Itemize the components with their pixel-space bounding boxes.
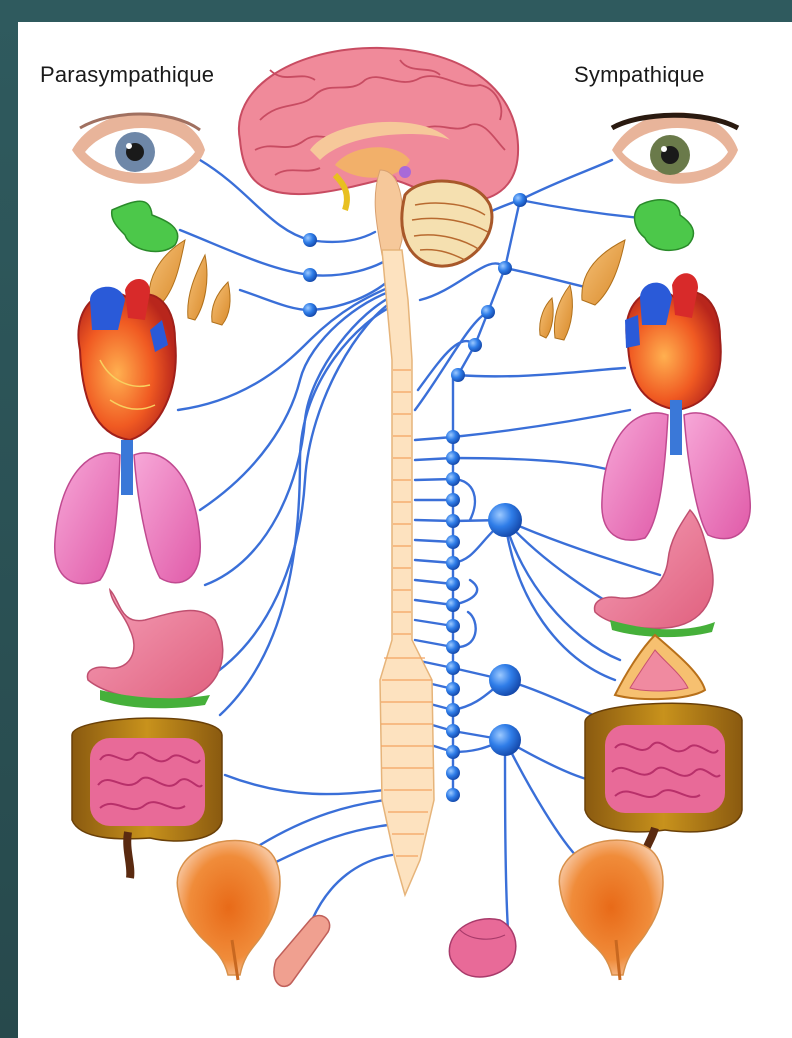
lacrimal-gland-right bbox=[635, 200, 694, 251]
eye-right bbox=[612, 113, 738, 184]
eye-left bbox=[72, 113, 205, 184]
heart-right bbox=[625, 273, 721, 410]
genitals-right bbox=[449, 919, 515, 977]
genitals-left bbox=[274, 916, 330, 987]
stomach-left bbox=[87, 590, 222, 708]
prevertebral-ganglia bbox=[488, 503, 522, 756]
sympathetic-chain-ganglia bbox=[446, 193, 527, 802]
parasympathetic-label: Parasympathique bbox=[40, 62, 214, 88]
spinal-cord bbox=[380, 250, 434, 895]
lungs-left bbox=[55, 440, 201, 584]
sympathetic-label: Sympathique bbox=[574, 62, 705, 88]
salivary-glands-right bbox=[540, 240, 625, 340]
pancreas-right bbox=[615, 635, 705, 699]
lacrimal-gland-left bbox=[112, 201, 178, 251]
brain bbox=[239, 48, 518, 266]
bladder-right bbox=[559, 840, 663, 980]
heart-left bbox=[78, 279, 175, 440]
parasympathetic-ganglia bbox=[303, 233, 317, 317]
lungs-right bbox=[602, 400, 750, 540]
bladder-left bbox=[177, 840, 280, 980]
intestine-right bbox=[585, 703, 742, 862]
